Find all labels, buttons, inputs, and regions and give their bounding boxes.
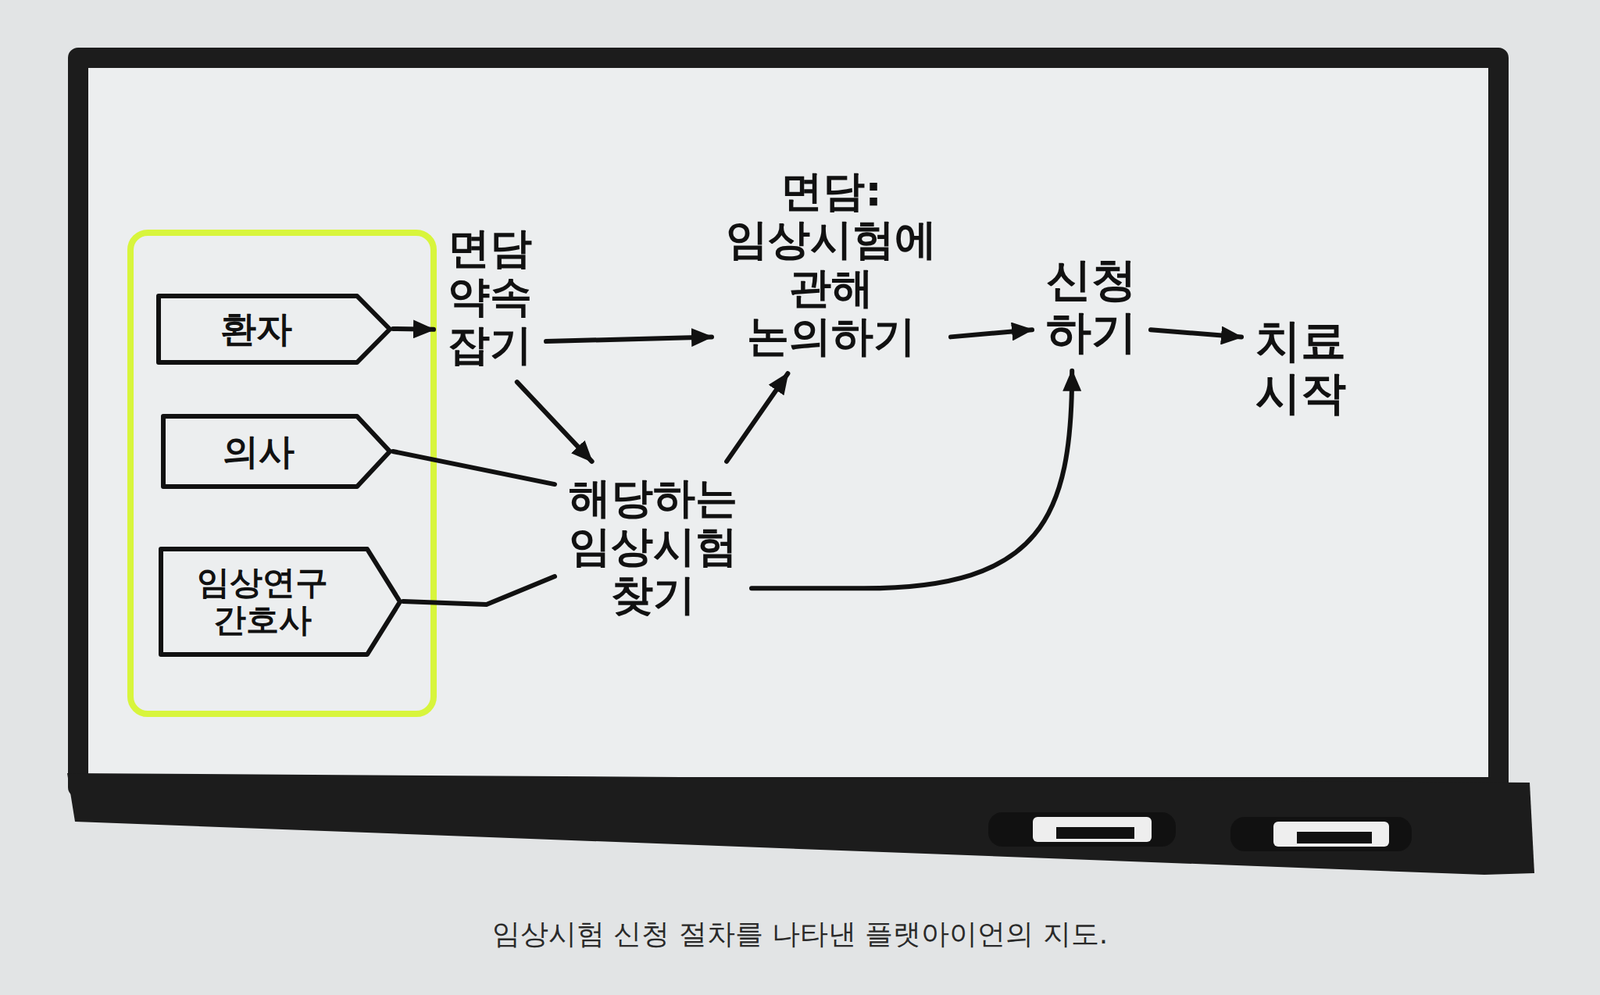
role-tag: 환자 (155, 292, 393, 366)
whiteboard-surface (78, 57, 1499, 788)
tag-text: 환자 (220, 308, 293, 350)
flow-arrow (751, 371, 1072, 590)
step-label: 면담 약속 잡기 (444, 222, 536, 372)
tag-text: 의사 (222, 431, 295, 473)
figure-caption: 임상시험 신청 절차를 나타낸 플랫아이언의 지도. (0, 915, 1600, 954)
flow-arrow (1150, 329, 1242, 337)
tag-shape (160, 549, 400, 655)
tag-shape (163, 416, 390, 487)
step-label: 치료 시작 (1252, 313, 1350, 421)
flow-arrow (546, 336, 712, 342)
highlight-frame (130, 232, 434, 715)
role-tag: 의사 (160, 413, 393, 490)
flow-arrow (950, 329, 1033, 337)
connector-line (392, 451, 555, 485)
step-label: 신청 하기 (1042, 252, 1140, 360)
step-label: 해당하는 임상시험 찾기 (565, 472, 741, 622)
step-text: 치료 시작 (1255, 314, 1347, 419)
step-text: 신청 하기 (1046, 253, 1137, 358)
tag-shape (158, 296, 390, 363)
marker-pen (1230, 817, 1412, 852)
flow-arrow (392, 326, 434, 333)
step-text: 면담: 임상시험에 관해 논의하기 (725, 167, 937, 361)
step-text: 면담 약속 잡기 (447, 224, 533, 370)
whiteboard-frame (78, 57, 1499, 788)
flow-arrow (726, 373, 788, 462)
role-tag: 임상연구 간호사 (157, 546, 404, 658)
marker-tray (67, 773, 1535, 875)
flow-arrow (517, 382, 593, 462)
step-text: 해당하는 임상시험 찾기 (568, 474, 738, 620)
marker-pen (988, 812, 1176, 847)
connector-line (403, 576, 555, 605)
step-label: 면담: 임상시험에 관해 논의하기 (722, 165, 940, 363)
tag-text: 임상연구 간호사 (196, 564, 329, 640)
